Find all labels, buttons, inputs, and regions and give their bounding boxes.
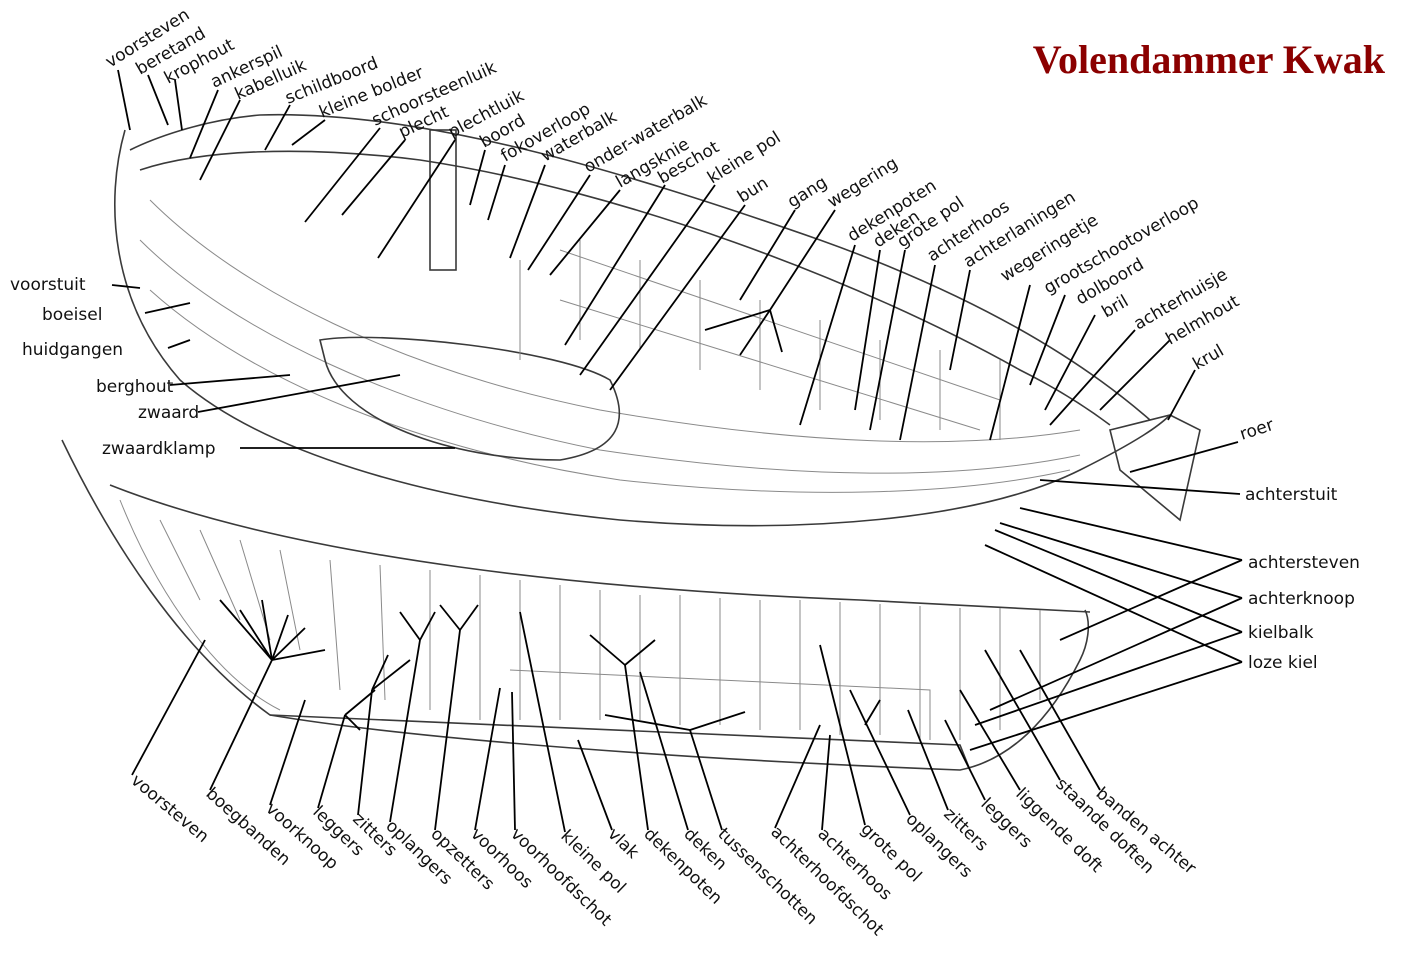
label-zwaardklamp: zwaardklamp: [102, 439, 215, 459]
label-boeisel: boeisel: [42, 305, 102, 325]
label-zwaard: zwaard: [138, 403, 199, 423]
label-achtersteven: achtersteven: [1248, 553, 1360, 573]
label-achterknoop: achterknoop: [1248, 589, 1355, 609]
leader-lines: [112, 70, 1242, 832]
label-kielbalk: kielbalk: [1248, 623, 1314, 643]
label-berghout: berghout: [96, 377, 174, 397]
label-voorstuit: voorstuit: [10, 275, 86, 295]
label-huidgangen: huidgangen: [22, 340, 123, 360]
label-vlak: vlak: [604, 824, 643, 863]
part-labels: voorsteven beretand krophout ankerspil k…: [10, 5, 1360, 940]
diagram-title: Volendammer Kwak: [1033, 36, 1385, 83]
label-bun: bun: [734, 173, 772, 207]
lower-hull-drawing: [62, 440, 1090, 770]
label-voorsteven-bottom: voorsteven: [127, 771, 213, 847]
label-gang: gang: [784, 173, 831, 213]
label-achterstuit: achterstuit: [1245, 485, 1338, 505]
label-roer: roer: [1237, 415, 1276, 445]
label-loze-kiel: loze kiel: [1248, 653, 1318, 673]
label-krul: krul: [1190, 341, 1228, 374]
label-tussenschotten: tussenschotten: [714, 824, 822, 929]
